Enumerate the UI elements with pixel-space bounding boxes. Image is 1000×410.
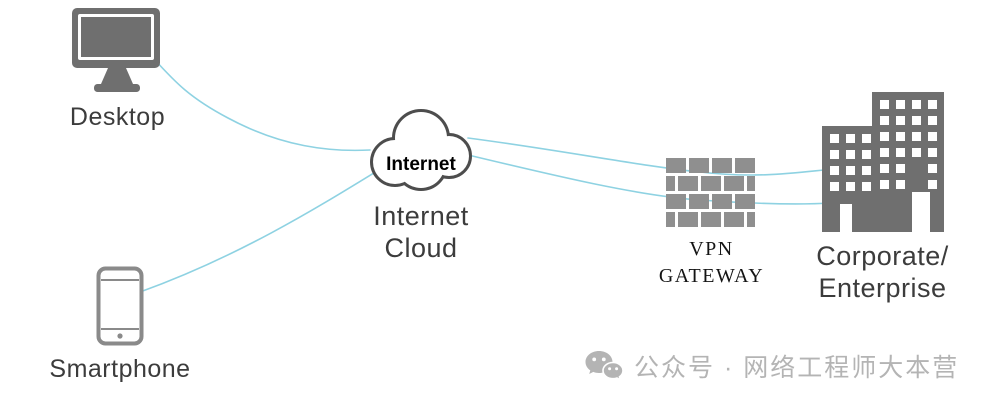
internet-cloud-icon: Internet — [370, 109, 472, 191]
vpn-gateway-icon — [665, 158, 755, 227]
corporate-label: Corporate/ Enterprise — [816, 241, 949, 304]
edge-desktop-cloud — [154, 59, 371, 152]
watermark: 公众号 · 网络工程师大本营 — [584, 348, 959, 384]
node-desktop: Desktop — [40, 8, 195, 132]
node-internet-cloud: Internet Internet Cloud — [346, 100, 496, 265]
wechat-icon — [585, 351, 624, 382]
smartphone-label: Smartphone — [49, 355, 191, 383]
smartphone-icon — [96, 266, 144, 346]
desktop-icon — [71, 8, 160, 92]
vpn-gateway-label: VPN GATEWAY — [658, 238, 765, 287]
node-smartphone: Smartphone — [30, 266, 210, 384]
internet-cloud-label: Internet Cloud — [373, 201, 469, 264]
node-corporate-enterprise: Corporate/ Enterprise — [795, 92, 970, 305]
desktop-label: Desktop — [69, 103, 166, 131]
cloud-inner-text: Internet — [386, 154, 456, 175]
corporate-building-icon — [821, 92, 944, 232]
watermark-text: 公众号 · 网络工程师大本营 — [634, 354, 960, 382]
edge-smartphone-cloud — [139, 167, 383, 293]
node-vpn-gateway: VPN GATEWAY — [634, 158, 789, 290]
